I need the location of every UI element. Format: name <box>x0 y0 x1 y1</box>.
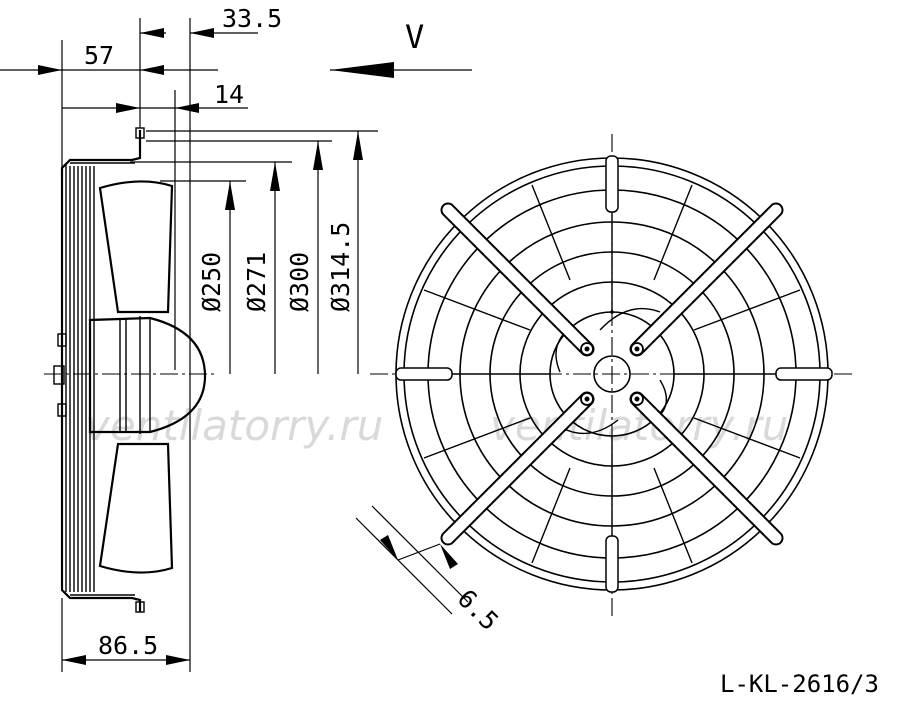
mount-bar-left <box>395 367 453 381</box>
guard-ring-lines <box>65 162 135 596</box>
view-label-v: V <box>405 18 424 56</box>
mount-bar-top <box>605 155 619 213</box>
dim-14: 14 <box>214 80 244 109</box>
dim-dia-314-5: Ø314.5 <box>326 222 355 312</box>
mount-bolt-upper <box>57 333 67 347</box>
dim-6-5: 6.5 <box>452 584 504 636</box>
mount-bolt-middle <box>53 365 65 385</box>
dim-dia-300: Ø300 <box>285 252 314 312</box>
drawing-code: L-KL-2616/3 <box>720 670 879 698</box>
dim-86-5: 86.5 <box>98 631 158 660</box>
bracket-bottom <box>135 601 145 613</box>
motor-housing <box>88 316 207 434</box>
top-dimensions: 33.5 57 14 V <box>0 4 472 113</box>
mount-bar-right <box>775 367 833 381</box>
hub-circle <box>593 355 631 393</box>
dim-57: 57 <box>84 41 114 70</box>
diameter-dimensions: Ø250 Ø271 Ø300 Ø314.5 <box>130 130 378 374</box>
fan-blade-top <box>98 180 174 314</box>
bottom-dimension: 86.5 <box>62 631 190 665</box>
fan-blade-bottom <box>98 442 174 574</box>
dim-33-5: 33.5 <box>222 4 282 33</box>
guard-frame-outline <box>60 130 142 612</box>
dim-dia-250: Ø250 <box>197 252 226 312</box>
mount-bar-bottom <box>605 535 619 593</box>
rod-diameter-dimension: 6.5 <box>355 505 504 636</box>
dim-dia-271: Ø271 <box>242 252 271 312</box>
front-view <box>370 134 856 620</box>
side-view <box>44 18 214 672</box>
watermark-left: ventilatorry.ru <box>85 401 383 450</box>
diagonal-support-rods <box>440 202 784 546</box>
mount-bolt-lower <box>57 403 67 417</box>
